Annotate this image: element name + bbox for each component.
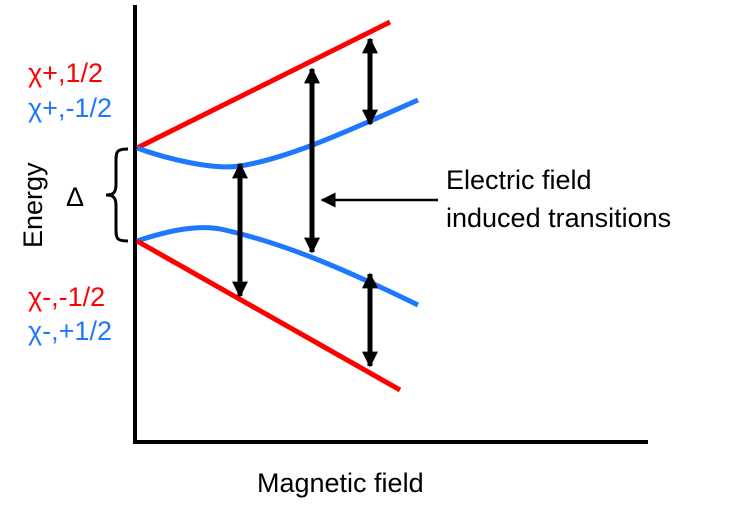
label-lower-blue: χ-,+1/2 (28, 316, 112, 346)
label-lower-red: χ-,-1/2 (28, 282, 105, 312)
y-axis-label: Energy (18, 162, 48, 248)
x-axis-label: Magnetic field (257, 468, 424, 498)
label-upper-blue: χ+,-1/2 (28, 93, 112, 123)
annotation-line-2: induced transitions (446, 203, 671, 233)
level-upper-red (135, 19, 392, 151)
gap-brace (105, 147, 129, 243)
label-upper-red: χ+,1/2 (28, 58, 103, 88)
annotation-line-1: Electric field (446, 165, 592, 195)
level-lower-red (135, 238, 402, 393)
level-upper-blue (136, 97, 420, 170)
gap-symbol: Δ (66, 182, 84, 212)
